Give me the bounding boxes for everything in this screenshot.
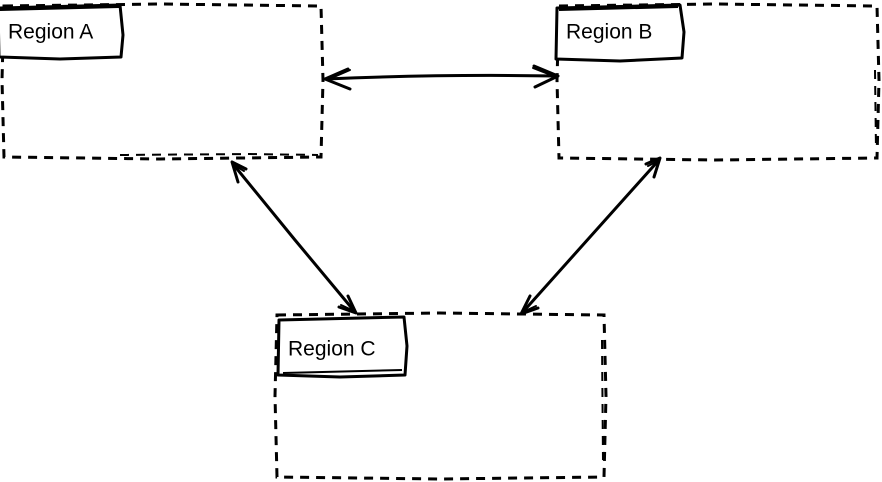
connection-b-c-line (520, 158, 661, 315)
region-a-container-sketch (119, 152, 319, 156)
region-b-container[interactable] (555, 2, 881, 162)
region-c-label: Region C (288, 338, 376, 361)
region-a-container[interactable] (0, 2, 325, 161)
connection-a-c[interactable] (230, 160, 358, 315)
region-b-label-box[interactable] (554, 3, 686, 63)
connection-a-b-arrowhead-right (532, 64, 560, 89)
connection-b-c-arrowhead-bottom-sketch (522, 305, 537, 313)
connection-a-c-arrowhead-bottom (337, 294, 358, 315)
connection-a-c-arrowhead-bottom-sketch (340, 304, 355, 312)
region-b-container-sketch (874, 69, 877, 151)
connection-a-b-arrowhead-left-sketch (326, 69, 351, 81)
connection-a-c-arrowhead-top (230, 160, 248, 184)
region-a-label-box-sketch (0, 6, 120, 11)
region-a-label: Region A (8, 21, 93, 44)
connection-a-c-arrowhead-top-sketch (233, 164, 245, 172)
connection-b-c-arrowhead-top (644, 156, 662, 179)
region-a-group[interactable]: Region A (0, 2, 325, 161)
region-a-label-box[interactable] (0, 3, 125, 61)
region-c-group[interactable]: Region C (273, 311, 608, 481)
region-b-label: Region B (566, 21, 652, 44)
region-c-label-box[interactable] (276, 315, 409, 379)
connection-a-b-arrowhead-left (323, 67, 352, 91)
connection-b-c-arrowhead-top-sketch (647, 160, 659, 167)
region-c-container-sketch (601, 339, 604, 461)
region-c-label-box-sketch (282, 369, 403, 374)
connection-b-c-arrowhead-bottom (519, 294, 540, 316)
region-b-group[interactable]: Region B (554, 2, 881, 162)
region-b-label-box-sketch (558, 6, 679, 11)
connection-a-c-line (231, 162, 357, 314)
region-c-container[interactable] (273, 311, 608, 481)
connection-b-c[interactable] (519, 156, 662, 316)
connection-a-b[interactable] (323, 64, 560, 91)
connection-a-b-line (324, 73, 559, 81)
connection-a-b-arrowhead-right-sketch (532, 67, 557, 78)
